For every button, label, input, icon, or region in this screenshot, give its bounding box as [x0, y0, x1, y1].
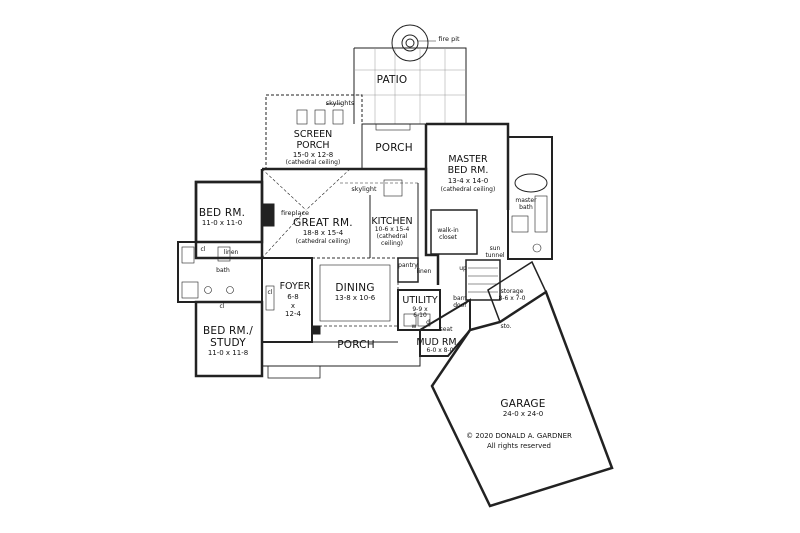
- garage-walls: [430, 290, 614, 508]
- bed-study-name1: BED RM./: [202, 325, 254, 337]
- cl-top-label: cl: [200, 246, 206, 253]
- utility-dim1: 9-9 x: [412, 306, 428, 313]
- bed-rm-label: BED RM.: [198, 207, 246, 219]
- sun-tunnel-label2: tunnel: [485, 252, 505, 259]
- master-bath-block: [507, 136, 553, 260]
- screen-porch-name1: SCREEN: [293, 129, 333, 140]
- kitchen-dims: 10-6 x 15-4: [374, 226, 410, 233]
- great-rm-dims: 18-8 x 15-4: [302, 229, 344, 237]
- kitchen-note2: ceiling): [381, 240, 403, 247]
- bed-rm-dims: 11-0 x 11-0: [201, 219, 243, 227]
- great-rm-label: GREAT RM.: [293, 217, 353, 229]
- skylights-label: skylights: [325, 99, 355, 107]
- cl-foyer-label: cl: [267, 289, 273, 296]
- mud-rm-label: MUD RM.: [416, 337, 460, 348]
- master-bath-label1: master: [515, 197, 537, 204]
- pantry-label: pantry: [398, 262, 418, 269]
- walk-in-closet-label2: closet: [439, 234, 457, 241]
- kitchen-label: KITCHEN: [371, 216, 413, 227]
- skylight-label: skylight: [351, 185, 377, 193]
- garage-dims: 24-0 x 24-0: [502, 410, 544, 418]
- front-porch-label: PORCH: [337, 339, 375, 351]
- pantry-walls: [397, 257, 419, 283]
- kitchen-note1: (cathedral: [376, 233, 408, 240]
- foyer-label: FOYER: [279, 281, 311, 292]
- washer-label: w: [411, 323, 417, 330]
- bath-label: bath: [216, 267, 230, 274]
- patio-label: PATIO: [376, 74, 408, 86]
- master-bed-name2: BED RM.: [447, 165, 489, 176]
- up-label: up: [459, 265, 467, 272]
- bed-study-name2: STUDY: [210, 337, 246, 349]
- master-bed-note: (cathedral ceiling): [440, 186, 496, 193]
- patio-paving: [354, 48, 466, 124]
- dining-dims: 13-8 x 10-6: [334, 294, 376, 302]
- utility-dim2: 6-10: [413, 312, 427, 319]
- master-bed-dims: 13-4 x 14-0: [447, 177, 489, 185]
- fire-pit-inner: [401, 34, 419, 52]
- storage-label: storage: [500, 288, 524, 295]
- foyer-dim2: x: [290, 302, 296, 310]
- rear-porch-label: PORCH: [375, 142, 413, 154]
- foyer-dim3: 12-4: [285, 310, 301, 318]
- utility-walls: [397, 289, 441, 331]
- fireplace-label: fireplace: [280, 209, 310, 217]
- dining-label: DINING: [335, 282, 375, 294]
- foyer-dim1: 6-8: [287, 293, 299, 301]
- tub: [514, 173, 548, 193]
- screen-porch-dims: 15-0 x 12-8: [292, 151, 334, 159]
- utility-label: UTILITY: [402, 295, 438, 306]
- storage-dims: 8-6 x 7-0: [498, 295, 526, 302]
- copyright-line1: © 2020 DONALD A. GARDNER: [466, 432, 572, 440]
- screen-porch-name2: PORCH: [296, 140, 330, 151]
- master-bed-name1: MASTER: [448, 154, 488, 165]
- barn-door-label1: barn: [453, 295, 467, 302]
- front-porch-outline: [261, 341, 421, 367]
- fireplace-block: [261, 203, 275, 227]
- sto-label: sto.: [500, 323, 512, 330]
- fire-pit-outer: [391, 24, 429, 62]
- mud-rm-walls: [419, 298, 471, 357]
- screen-porch-note: (cathedral ceiling): [285, 159, 341, 166]
- seat-label: seat: [439, 326, 453, 333]
- barn-door-label2: door: [453, 302, 467, 309]
- bed-study-dims: 11-0 x 11-8: [207, 349, 249, 357]
- copyright-line2: All rights reserved: [487, 442, 551, 450]
- master-bath-label2: bath: [519, 204, 533, 211]
- fire-pit-label: fire pit: [438, 35, 460, 43]
- linen-kitchen-label: linen: [416, 268, 432, 275]
- walk-in-closet-label1: walk-in: [437, 227, 459, 234]
- garage-label: GARAGE: [500, 398, 546, 410]
- linen-bath-label: linen: [223, 249, 239, 256]
- patio-outline: [353, 47, 467, 124]
- mud-rm-dims: 6-0 x 8-0: [426, 347, 454, 354]
- cl-bottom-label: cl: [219, 303, 225, 310]
- sun-tunnel-label1: sun: [489, 245, 501, 252]
- dryer-label: d: [426, 319, 430, 326]
- great-rm-note: (cathedral ceiling): [295, 238, 351, 245]
